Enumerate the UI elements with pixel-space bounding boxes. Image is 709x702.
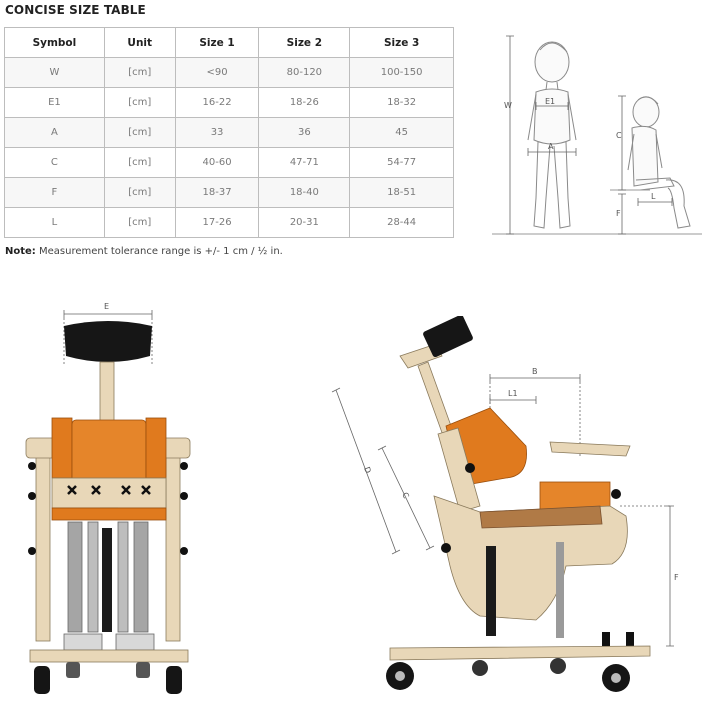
- label-l1: L1: [508, 389, 518, 398]
- cell-size-3: 18-51: [349, 177, 454, 208]
- label-a: A: [548, 142, 554, 151]
- cell-size-2: 80-120: [258, 57, 351, 88]
- cell-size-3: 54-77: [349, 147, 454, 178]
- label-d: D: [362, 466, 373, 475]
- note-text: Measurement tolerance range is +/- 1 cm …: [35, 246, 283, 257]
- cell-unit: [cm]: [103, 177, 176, 208]
- table-row: A [cm] 33 36 45: [4, 117, 454, 148]
- page-title: CONCISE SIZE TABLE: [5, 3, 146, 17]
- table-row: W [cm] <90 80-120 100-150: [4, 57, 454, 88]
- table-row: C [cm] 40-60 47-71 54-77: [4, 147, 454, 178]
- cell-size-1: 40-60: [174, 147, 260, 178]
- cell-unit: [cm]: [103, 57, 176, 88]
- label-l: L: [651, 192, 656, 201]
- cell-symbol: F: [4, 177, 105, 208]
- cell-unit: [cm]: [103, 117, 176, 148]
- cell-symbol: A: [4, 117, 105, 148]
- cell-size-1: 16-22: [174, 87, 260, 118]
- label-c: C: [616, 131, 622, 140]
- cell-size-1: 18-37: [174, 177, 260, 208]
- cell-unit: [cm]: [103, 87, 176, 118]
- cell-symbol: L: [4, 207, 105, 238]
- header-size-2: Size 2: [258, 27, 351, 58]
- label-e: E: [104, 302, 109, 311]
- table-row: L [cm] 17-26 20-31 28-44: [4, 207, 454, 238]
- cell-symbol: C: [4, 147, 105, 178]
- table-row: F [cm] 18-37 18-40 18-51: [4, 177, 454, 208]
- header-size-1: Size 1: [174, 27, 260, 58]
- cell-size-1: 17-26: [174, 207, 260, 238]
- cell-size-2: 36: [258, 117, 351, 148]
- cell-size-3: 18-32: [349, 87, 454, 118]
- cell-size-2: 18-26: [258, 87, 351, 118]
- header-symbol: Symbol: [4, 27, 105, 58]
- cell-size-3: 100-150: [349, 57, 454, 88]
- table-header-row: Symbol Unit Size 1 Size 2 Size 3: [4, 27, 454, 58]
- child-measurement-figure: W E1 A C F L: [492, 35, 702, 235]
- label-f: F: [674, 573, 679, 582]
- label-w: W: [504, 101, 512, 110]
- label-b: B: [532, 367, 538, 376]
- front-view-illustration: E A: [25, 302, 191, 694]
- cell-unit: [cm]: [103, 207, 176, 238]
- cell-size-2: 47-71: [258, 147, 351, 178]
- cell-size-2: 18-40: [258, 177, 351, 208]
- cell-size-2: 20-31: [258, 207, 351, 238]
- cell-symbol: W: [4, 57, 105, 88]
- cell-size-3: 45: [349, 117, 454, 148]
- cell-size-1: 33: [174, 117, 260, 148]
- label-e1: E1: [545, 97, 555, 106]
- cell-symbol: E1: [4, 87, 105, 118]
- side-view-illustration: B L1 D C F: [331, 316, 679, 692]
- tolerance-note: Note: Measurement tolerance range is +/-…: [5, 246, 283, 257]
- header-unit: Unit: [103, 27, 176, 58]
- header-size-3: Size 3: [349, 27, 454, 58]
- cell-size-1: <90: [174, 57, 260, 88]
- label-f: F: [616, 209, 621, 218]
- label-c: C: [400, 491, 411, 500]
- note-label: Note:: [5, 246, 36, 257]
- cell-unit: [cm]: [103, 147, 176, 178]
- table-row: E1 [cm] 16-22 18-26 18-32: [4, 87, 454, 118]
- size-table: Symbol Unit Size 1 Size 2 Size 3 W [cm] …: [4, 27, 454, 238]
- cell-size-3: 28-44: [349, 207, 454, 238]
